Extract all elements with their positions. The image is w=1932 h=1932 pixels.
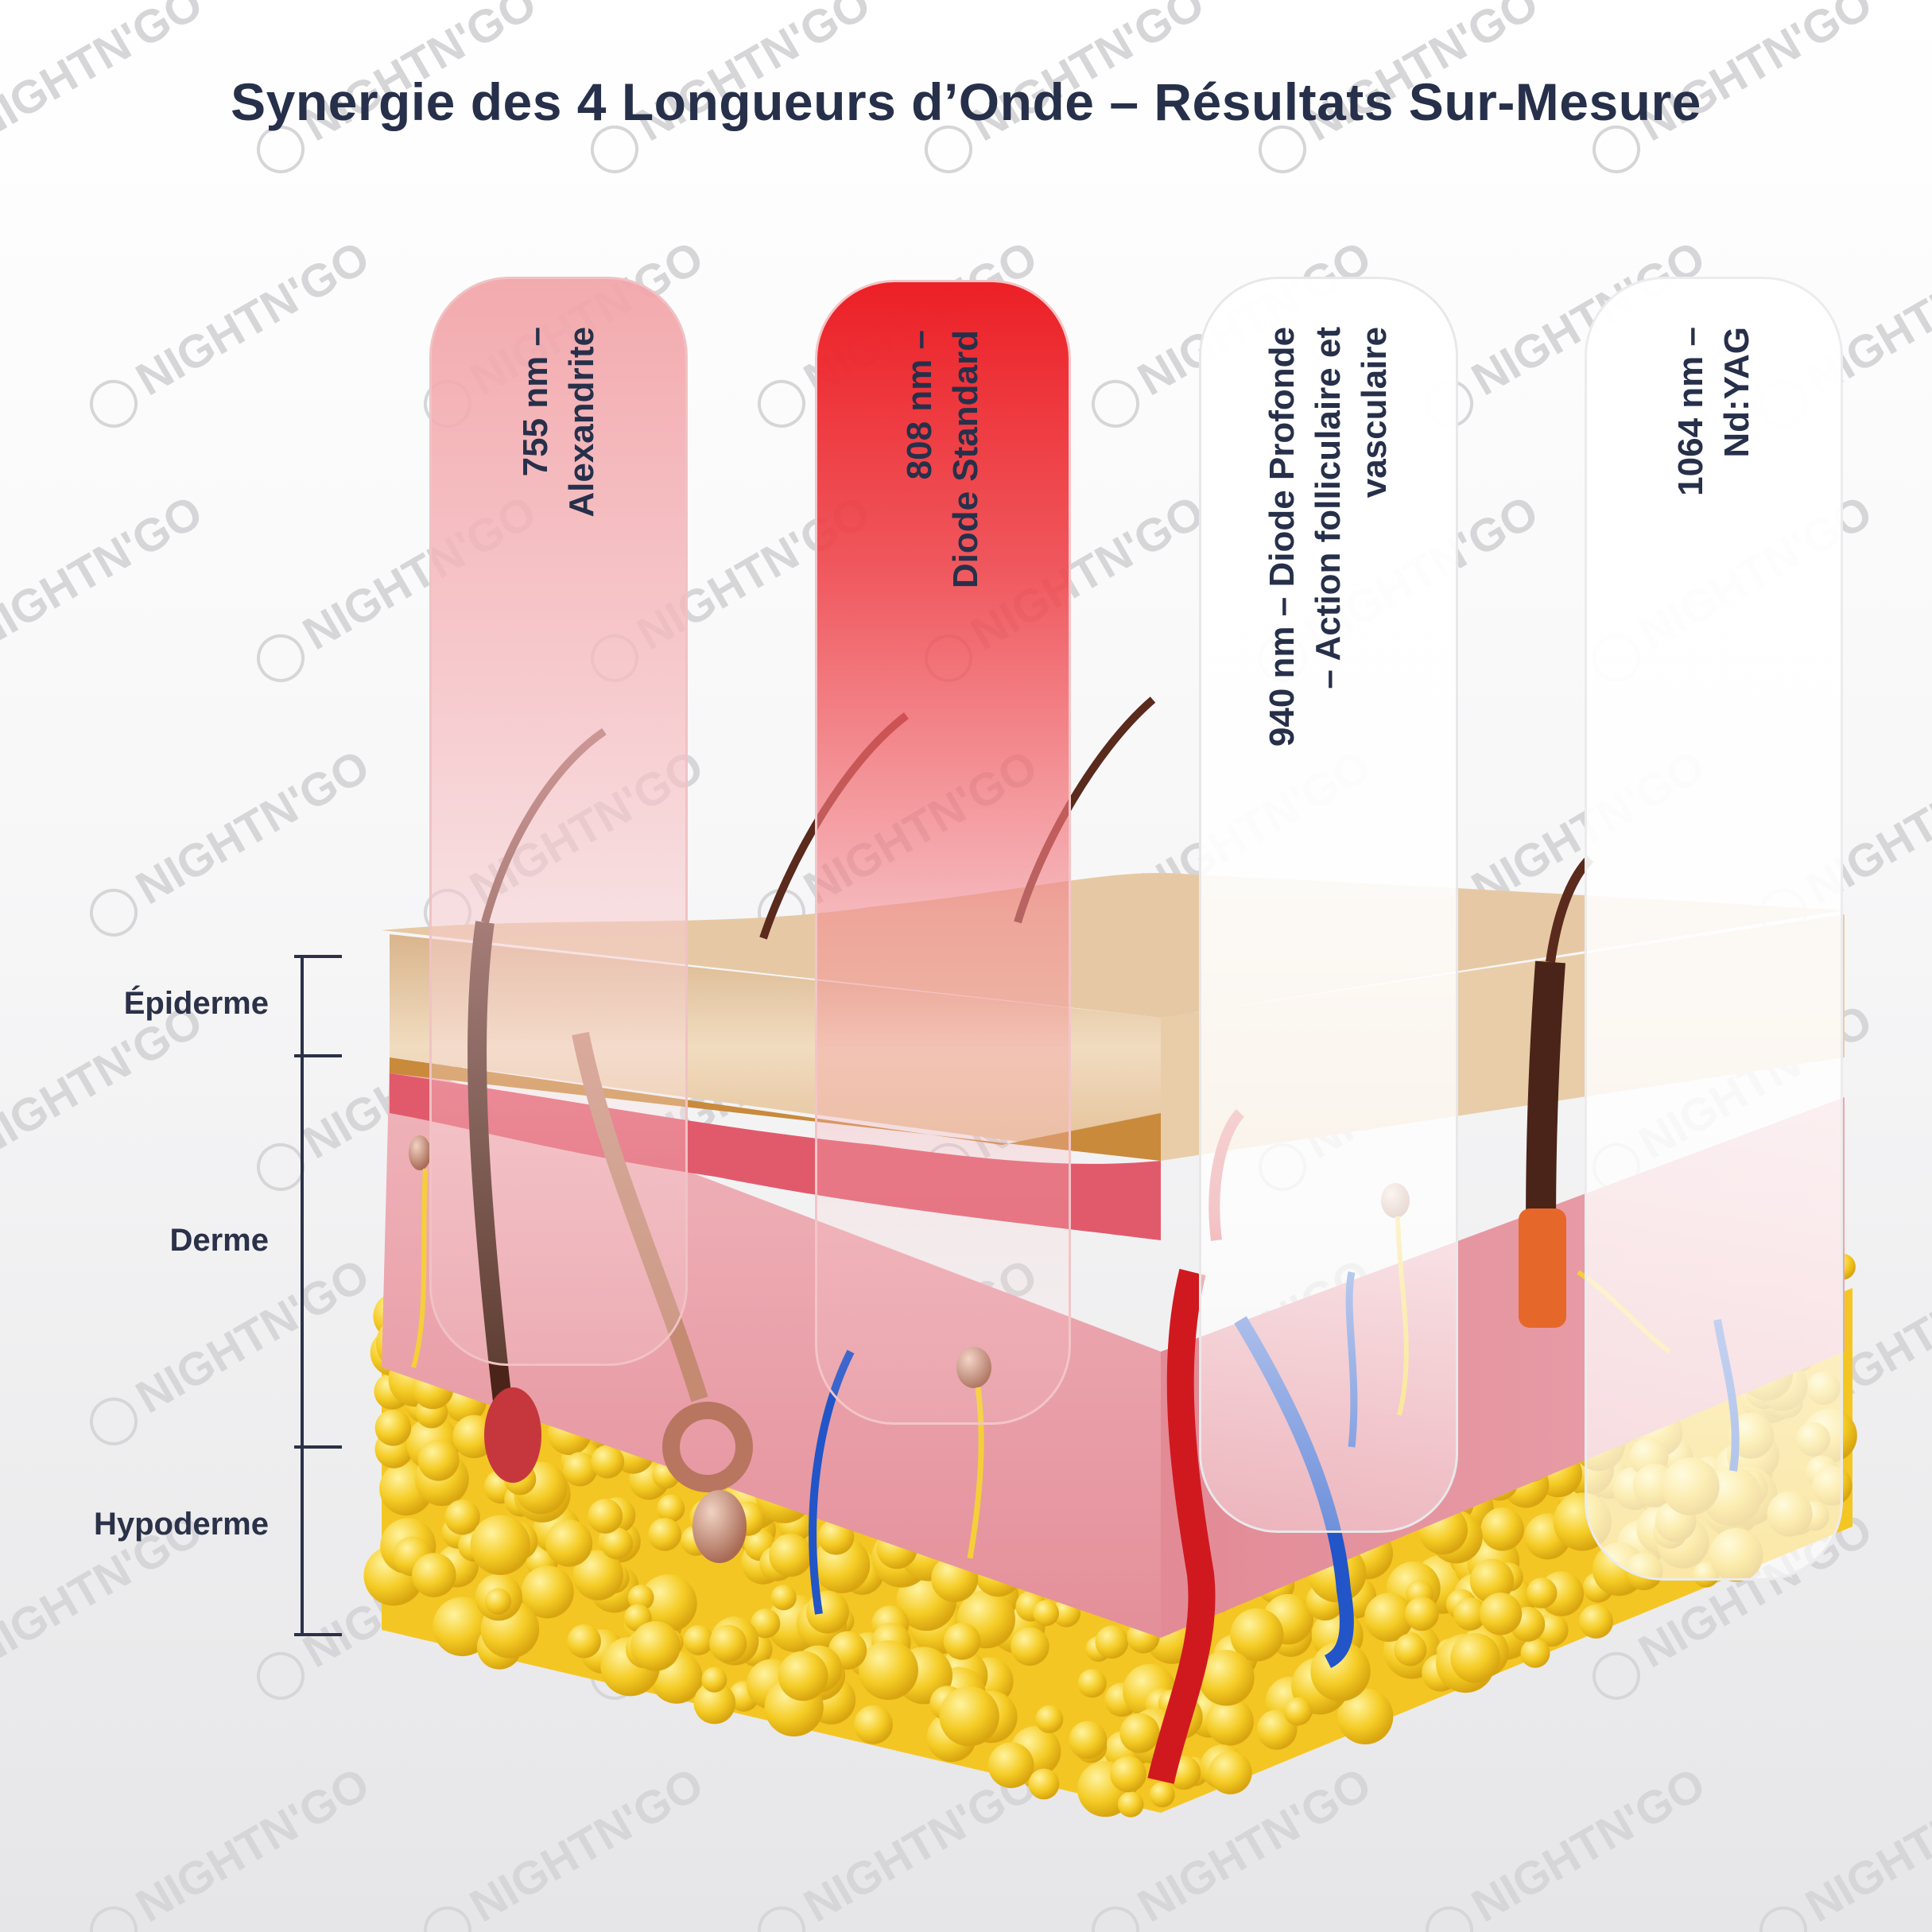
fat-cell <box>1033 1600 1059 1627</box>
fat-cell <box>1336 1688 1394 1744</box>
fat-cell <box>601 1527 634 1560</box>
fat-cell <box>987 1742 1034 1788</box>
fat-cell <box>591 1445 625 1479</box>
fat-cell <box>1394 1633 1427 1666</box>
fat-cell <box>638 1574 697 1633</box>
band-label-line-2: Diode Standard <box>946 330 985 589</box>
fat-cell <box>1069 1721 1108 1759</box>
skin-surface <box>382 873 1845 1018</box>
fat-cell <box>769 1534 813 1577</box>
fat-cell <box>521 1565 574 1619</box>
fat-cell <box>1208 1751 1252 1794</box>
fat-cell <box>630 1620 681 1671</box>
fat-cell <box>943 1623 981 1660</box>
fat-cell <box>1579 1604 1613 1639</box>
fat-cell <box>567 1624 601 1658</box>
fat-cell <box>1480 1507 1524 1551</box>
fat-cell <box>1450 1633 1500 1683</box>
band-label-line-3: vasculaire <box>1355 327 1394 499</box>
fat-cell <box>1526 1577 1558 1608</box>
fat-cell <box>1149 1782 1175 1808</box>
layer-label-derme: Derme <box>169 1223 269 1258</box>
fat-cell <box>444 1499 480 1535</box>
fat-cell <box>1230 1608 1284 1662</box>
fat-cell <box>1453 1597 1487 1631</box>
fat-cell <box>563 1452 598 1487</box>
fat-cell <box>1479 1593 1523 1635</box>
band-label-line-2: Nd:YAG <box>1717 327 1756 458</box>
fat-cell <box>1028 1768 1060 1800</box>
fat-cell <box>648 1518 681 1551</box>
nerve-1 <box>411 1168 428 1368</box>
fat-cell <box>374 1410 412 1446</box>
sensory-receptor-3 <box>409 1135 431 1170</box>
fat-cell <box>1520 1638 1550 1668</box>
fat-cell <box>1117 1791 1144 1818</box>
fat-cell <box>1011 1627 1049 1666</box>
fat-cell <box>1364 1593 1414 1642</box>
band-label-line-1: 755 nm – <box>515 327 555 477</box>
band-label-line-1: 808 nm – <box>900 330 939 480</box>
fat-cell <box>701 1666 727 1693</box>
fat-cell <box>854 1705 893 1744</box>
fat-cell <box>939 1686 999 1747</box>
band-label-line-1: 1064 nm – <box>1670 327 1710 496</box>
band-label-line-2: – Action folliculaire et <box>1309 327 1348 689</box>
fat-cell <box>1110 1755 1146 1793</box>
fat-cell <box>709 1624 747 1662</box>
fat-cell <box>627 1585 654 1611</box>
fat-cell <box>484 1588 512 1615</box>
sweat-gland-bulb <box>692 1490 747 1563</box>
sweat-gland-coil <box>662 1402 753 1492</box>
fat-cell <box>770 1585 797 1611</box>
fat-cell <box>588 1499 623 1534</box>
fat-cell <box>1198 1650 1255 1706</box>
stratum-band <box>390 1057 1161 1161</box>
fat-cell <box>778 1651 828 1701</box>
layer-label-epiderme: Épiderme <box>123 986 269 1021</box>
fat-cell <box>433 1596 492 1657</box>
fat-cell <box>1469 1558 1514 1603</box>
band-label-line-2: Alexandrite <box>561 327 601 518</box>
fat-cell <box>859 1640 918 1701</box>
wavelength-band-940nm: 940 nm – Diode Profonde – Action follicu… <box>1199 277 1458 1533</box>
fat-cell <box>657 1494 685 1523</box>
fat-cell <box>693 1682 736 1724</box>
fat-cell <box>1095 1625 1129 1659</box>
fat-cell <box>683 1625 714 1655</box>
page-title: Synergie des 4 Longueurs d’Onde – Résult… <box>231 72 1701 131</box>
fat-cell <box>417 1439 460 1481</box>
fat-cell <box>1035 1705 1064 1733</box>
fat-cell <box>1077 1669 1107 1698</box>
wavelength-band-755nm: 755 nm – Alexandrite <box>429 277 688 1366</box>
fat-cell <box>1404 1596 1439 1631</box>
fat-cell <box>1119 1713 1160 1753</box>
wavelength-band-808nm: 808 nm – Diode Standard <box>815 280 1071 1425</box>
arrector-muscle <box>1519 1208 1566 1328</box>
artery <box>1147 1268 1216 1784</box>
layer-label-hypoderme: Hypoderme <box>93 1507 269 1542</box>
fat-cell <box>1205 1697 1254 1746</box>
fat-cell <box>572 1550 624 1600</box>
fat-cell <box>1283 1697 1313 1726</box>
fat-cell <box>470 1515 531 1576</box>
fat-cell <box>751 1608 781 1639</box>
hair-bulb-1 <box>484 1387 541 1483</box>
band-label-line-1: 940 nm – Diode Profonde <box>1263 327 1302 747</box>
fat-cell <box>412 1553 456 1597</box>
wavelength-band-1064nm: 1064 nm – Nd:YAG <box>1585 277 1843 1581</box>
fat-cell <box>545 1519 593 1567</box>
